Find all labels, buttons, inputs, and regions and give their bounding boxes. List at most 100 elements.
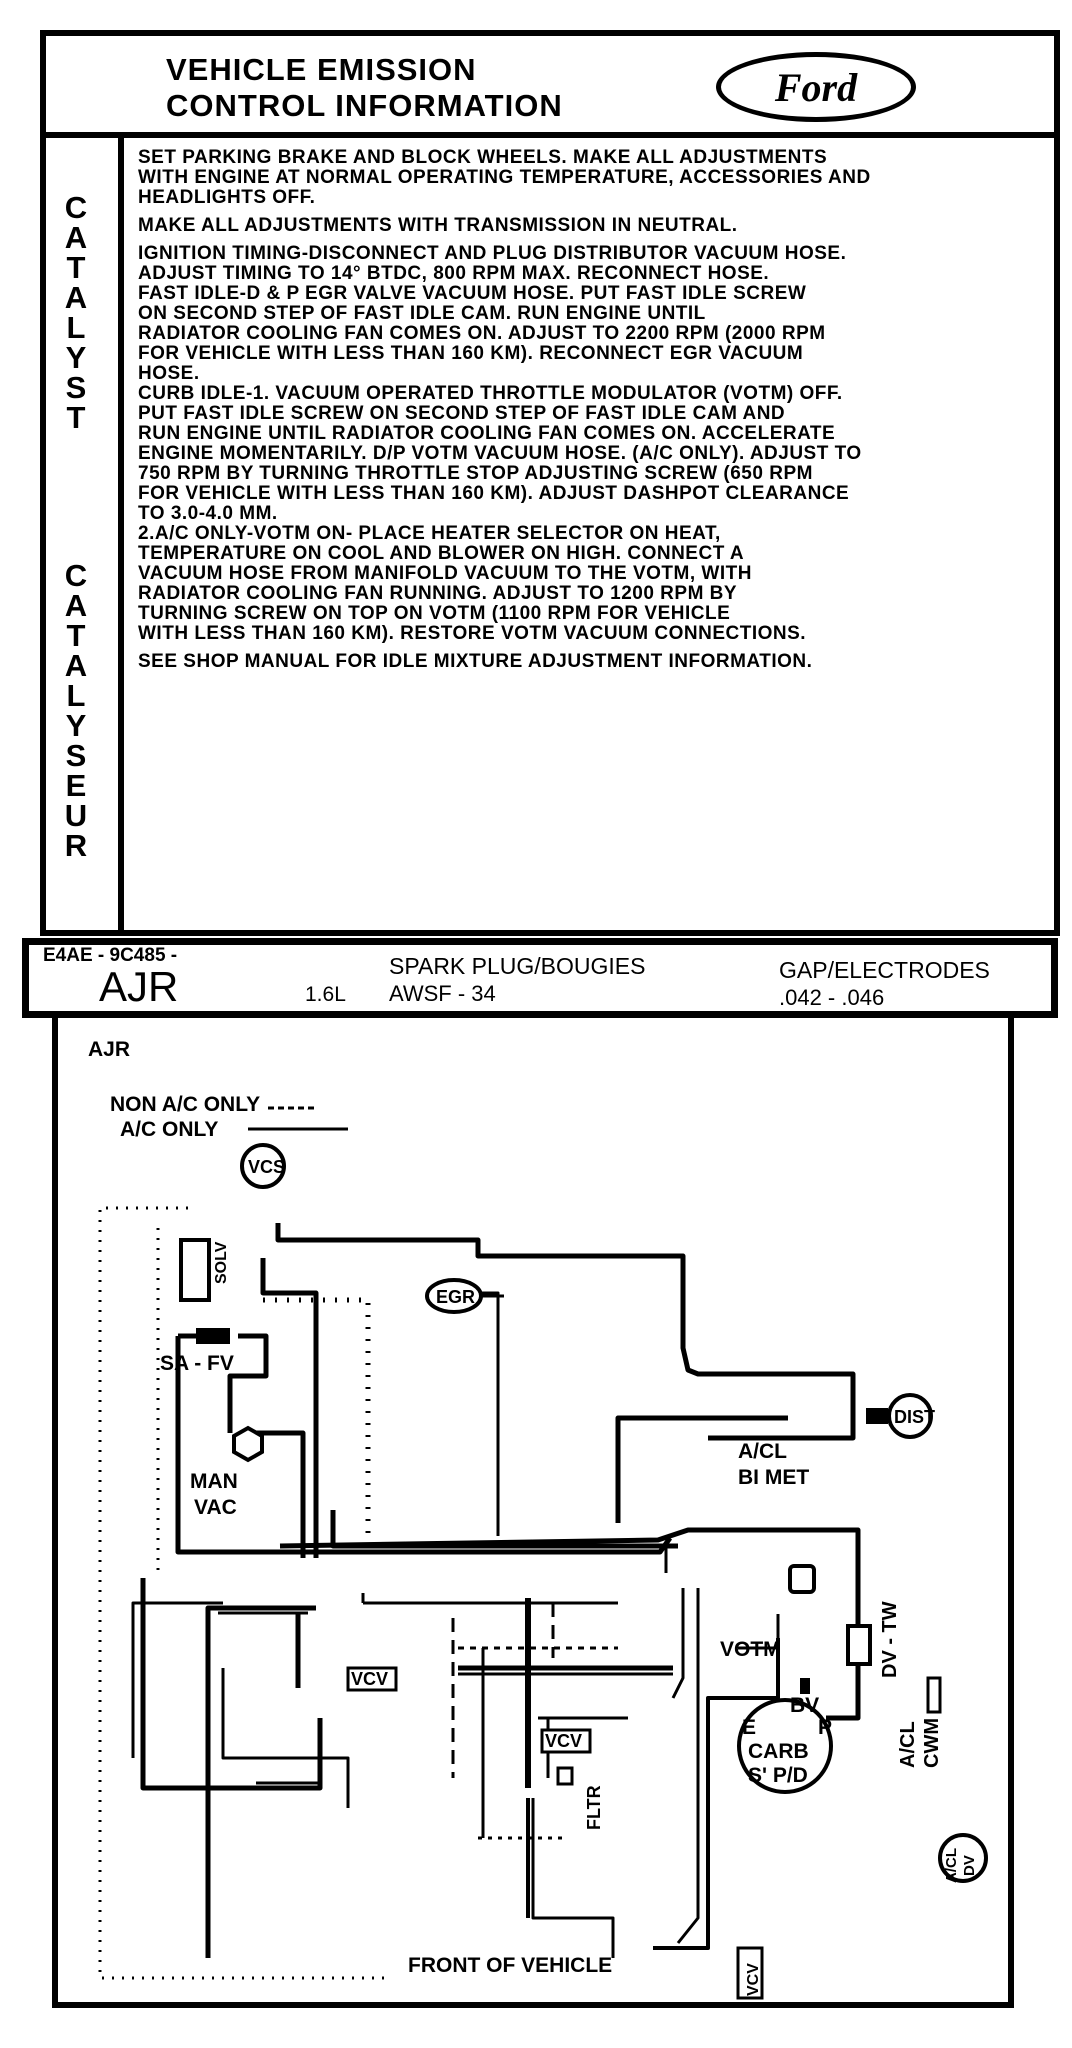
hose-cwm-down: [653, 1638, 780, 1950]
side-divider: [118, 136, 124, 930]
page-title: VEHICLE EMISSION CONTROL INFORMATION: [166, 52, 563, 124]
catalyst-letter: T: [66, 250, 86, 285]
sa-fv-component: [196, 1328, 230, 1344]
catalyst-letter: Y: [65, 340, 87, 375]
catalyseur-letter: A: [64, 648, 88, 683]
title-line-1: VEHICLE EMISSION: [166, 52, 477, 87]
label-acl-bimet-2: BI MET: [738, 1466, 809, 1489]
label-vcv-1: VCV: [351, 1669, 388, 1689]
label-s-pd: S' P/D: [748, 1764, 808, 1787]
hose-lower-left: [140, 1578, 323, 1791]
components: [179, 1143, 988, 2000]
hose-sa-fv-man: [227, 1333, 269, 1433]
instructions-box: SET PARKING BRAKE AND BLOCK WHEELS. MAKE…: [40, 136, 1060, 936]
fltr-component: [556, 1766, 574, 1786]
label-acl-dv-1: A/CL: [943, 1848, 960, 1883]
title-line-2: CONTROL INFORMATION: [166, 88, 563, 123]
catalyseur-letter: L: [66, 678, 86, 713]
carb-component: [737, 1698, 833, 1794]
vcv-2-component: [540, 1728, 592, 1754]
catalyseur-letter: E: [65, 768, 87, 803]
part-number: E4AE - 9C485 -: [43, 945, 178, 966]
dist-component: [887, 1393, 933, 1439]
catalyst-letter: L: [66, 310, 86, 345]
hose-man-right: [248, 1430, 306, 1558]
label-egr: EGR: [436, 1287, 475, 1307]
vcv-3-component: [736, 1946, 764, 2000]
hose-left-outer-dotted: [98, 1206, 388, 1980]
catalyst-letter: C: [64, 190, 88, 225]
catalyst-letter: S: [65, 370, 87, 405]
label-fltr: FLTR: [584, 1785, 604, 1830]
label-dist: DIST: [894, 1407, 935, 1427]
ford-logo: Ford: [716, 52, 916, 122]
diagram-labels: AJR NON A/C ONLY A/C ONLY VCS SOLV EGR S…: [88, 1038, 978, 1996]
votm-component: [788, 1564, 816, 1594]
label-vcs: VCS: [248, 1157, 285, 1177]
spark-plug-value: AWSF - 34: [389, 981, 496, 1006]
spec-bar: E4AE - 9C485 - AJR 1.6L SPARK PLUG/BOUGI…: [22, 938, 1058, 1018]
header-box: VEHICLE EMISSION CONTROL INFORMATION For…: [40, 30, 1060, 138]
label-acl-cwm-1: A/CL: [897, 1721, 919, 1768]
vacuum-diagram-box: AJR NON A/C ONLY A/C ONLY VCS SOLV EGR S…: [52, 1018, 1014, 2008]
label-vcv-2: VCV: [545, 1731, 582, 1751]
catalyseur-letter: A: [64, 588, 88, 623]
dist-connector: [866, 1408, 888, 1424]
gap-label: GAP/ELECTRODES: [779, 957, 990, 983]
hose-main-horizontal: [279, 1527, 861, 1721]
catalyseur-letter: S: [65, 738, 87, 773]
label-acl-dv-2: DV: [961, 1855, 978, 1876]
hose-dist: [615, 1415, 788, 1523]
legend-non-ac: NON A/C ONLY: [110, 1093, 260, 1116]
vcs-component: [240, 1143, 286, 1189]
legend-ac: A/C ONLY: [120, 1118, 218, 1141]
logo-text: Ford: [774, 64, 858, 110]
catalyseur-letter: T: [66, 618, 86, 653]
hose-dvtw-down: [671, 1588, 685, 1699]
label-e: E: [742, 1716, 756, 1739]
cwm-component: [926, 1676, 942, 1714]
egr-component: [425, 1278, 483, 1314]
hose-vcs-main: [275, 1223, 856, 1441]
label-p: P: [818, 1716, 832, 1739]
instruction-paragraph-2: MAKE ALL ADJUSTMENTS WITH TRANSMISSION I…: [138, 215, 738, 236]
hose-dvtw-long: [676, 1588, 700, 1944]
label-acl-bimet-1: A/CL: [738, 1440, 787, 1463]
hose-upper-left: [330, 1510, 678, 1549]
label-carb: CARB: [748, 1740, 809, 1763]
acl-dv-component: [938, 1833, 988, 1883]
hose-solv: [260, 1258, 319, 1558]
label-front-of-vehicle: FRONT OF VEHICLE: [408, 1954, 612, 1977]
hose-sa-fv-loop: [175, 1336, 673, 1555]
catalyst-letter: A: [64, 220, 88, 255]
label-votm: VOTM: [720, 1638, 781, 1661]
catalyst-letter: T: [66, 400, 86, 435]
solv-component: [179, 1238, 211, 1302]
hose-lower-left-2: [205, 1605, 316, 1958]
calibration-code: AJR: [99, 963, 179, 1010]
vacuum-hose-diagram: AJR NON A/C ONLY A/C ONLY VCS SOLV EGR S…: [88, 1038, 988, 2000]
engine-size: 1.6L: [305, 983, 346, 1006]
gap-value: .042 - .046: [779, 985, 885, 1010]
instruction-paragraph-4: SEE SHOP MANUAL FOR IDLE MIXTURE ADJUSTM…: [138, 651, 813, 672]
instruction-paragraph-1: SET PARKING BRAKE AND BLOCK WHEELS. MAKE…: [138, 147, 871, 208]
diagram-code: AJR: [88, 1038, 130, 1061]
instruction-paragraph-3: IGNITION TIMING-DISCONNECT AND PLUG DIST…: [138, 243, 862, 644]
hose-centre-lower-2: [531, 1798, 615, 1958]
bv-port: [800, 1678, 810, 1694]
hose-egr: [466, 1291, 500, 1536]
label-vac: VAC: [194, 1496, 237, 1519]
label-man: MAN: [190, 1470, 238, 1493]
hose-lines: [98, 1206, 861, 1980]
label-dv-tw: DV - TW: [879, 1601, 901, 1678]
label-sa-fv: SA - FV: [160, 1352, 234, 1375]
hose-lower-left-3: [131, 1601, 223, 1758]
label-solv: SOLV: [213, 1241, 230, 1284]
label-acl-cwm-2: CWM: [921, 1718, 943, 1768]
label-bv: BV: [790, 1694, 819, 1717]
spark-plug-label: SPARK PLUG/BOUGIES: [389, 953, 646, 979]
catalyst-letter: A: [64, 280, 88, 315]
dv-tw-component: [846, 1624, 872, 1666]
catalyseur-letter: R: [64, 828, 88, 863]
catalyseur-letter: C: [64, 558, 88, 593]
